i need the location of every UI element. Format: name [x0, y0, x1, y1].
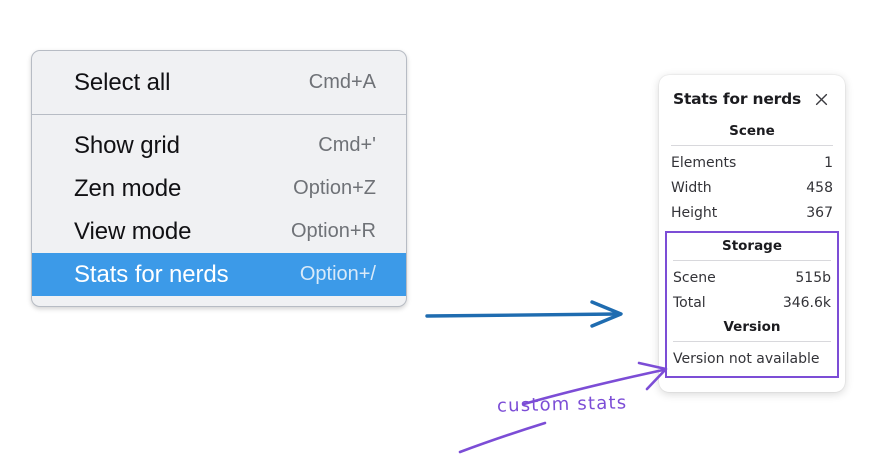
stats-section-version: Version Version not available: [673, 316, 831, 372]
menu-item-shortcut: Cmd+A: [308, 71, 376, 93]
canvas-context-menu[interactable]: Select all Cmd+A Show grid Cmd+' Zen mod…: [31, 50, 407, 307]
version-value: Version not available: [673, 351, 820, 367]
menu-item-label: View mode: [74, 217, 192, 245]
menu-item-view-mode[interactable]: View mode Option+R: [32, 210, 406, 253]
stats-row-height: Height 367: [671, 201, 833, 226]
menu-item-label: Show grid: [74, 131, 180, 159]
close-icon[interactable]: [811, 89, 831, 109]
row-value: 515b: [795, 270, 831, 286]
stats-panel-header: Stats for nerds: [673, 89, 831, 109]
row-value: 346.6k: [782, 295, 831, 311]
menu-group-2: Show grid Cmd+' Zen mode Option+Z View m…: [32, 124, 406, 296]
divider: [673, 260, 831, 261]
menu-item-zen-mode[interactable]: Zen mode Option+Z: [32, 167, 406, 210]
blue-arrow: [425, 300, 623, 328]
stats-section-scene: Scene Elements 1 Width 458 Height 367: [671, 121, 833, 226]
row-value: 1: [824, 155, 833, 171]
menu-item-shortcut: Option+Z: [293, 177, 376, 199]
stats-for-nerds-panel[interactable]: Stats for nerds Scene Elements 1 Width 4…: [659, 75, 845, 392]
menu-item-show-grid[interactable]: Show grid Cmd+': [32, 124, 406, 167]
menu-item-label: Stats for nerds: [74, 260, 229, 288]
stats-panel-title: Stats for nerds: [673, 90, 802, 108]
custom-stats-highlight-box: Storage Scene 515b Total 346.6k Version …: [665, 231, 839, 378]
menu-item-label: Select all: [74, 68, 171, 96]
menu-item-select-all[interactable]: Select all Cmd+A: [32, 61, 406, 104]
stats-row-storage-total: Total 346.6k: [673, 291, 831, 316]
row-key: Total: [673, 295, 706, 311]
version-heading: Version: [723, 319, 781, 335]
row-key: Height: [671, 205, 718, 221]
row-value: 458: [806, 180, 833, 196]
row-key: Scene: [673, 270, 716, 286]
row-key: Width: [671, 180, 712, 196]
scene-heading: Scene: [729, 123, 775, 139]
menu-item-shortcut: Option+R: [290, 220, 376, 242]
menu-item-label: Zen mode: [74, 174, 182, 202]
menu-group-1: Select all Cmd+A: [32, 51, 406, 104]
stats-section-storage: Storage Scene 515b Total 346.6k: [673, 235, 831, 316]
menu-item-shortcut: Cmd+': [318, 134, 376, 156]
menu-item-shortcut: Option+/: [299, 263, 376, 285]
divider: [673, 341, 831, 342]
custom-stats-annotation-label: custom stats: [496, 392, 628, 417]
menu-separator: [32, 114, 406, 115]
divider: [671, 145, 833, 146]
stats-row-storage-scene: Scene 515b: [673, 266, 831, 291]
menu-item-stats-for-nerds[interactable]: Stats for nerds Option+/: [32, 253, 406, 296]
row-key: Elements: [671, 155, 737, 171]
stats-row-width: Width 458: [671, 176, 833, 201]
purple-underline-stroke: [458, 421, 547, 454]
storage-heading: Storage: [721, 238, 783, 254]
row-value: 367: [806, 205, 833, 221]
stats-row-elements: Elements 1: [671, 151, 833, 176]
